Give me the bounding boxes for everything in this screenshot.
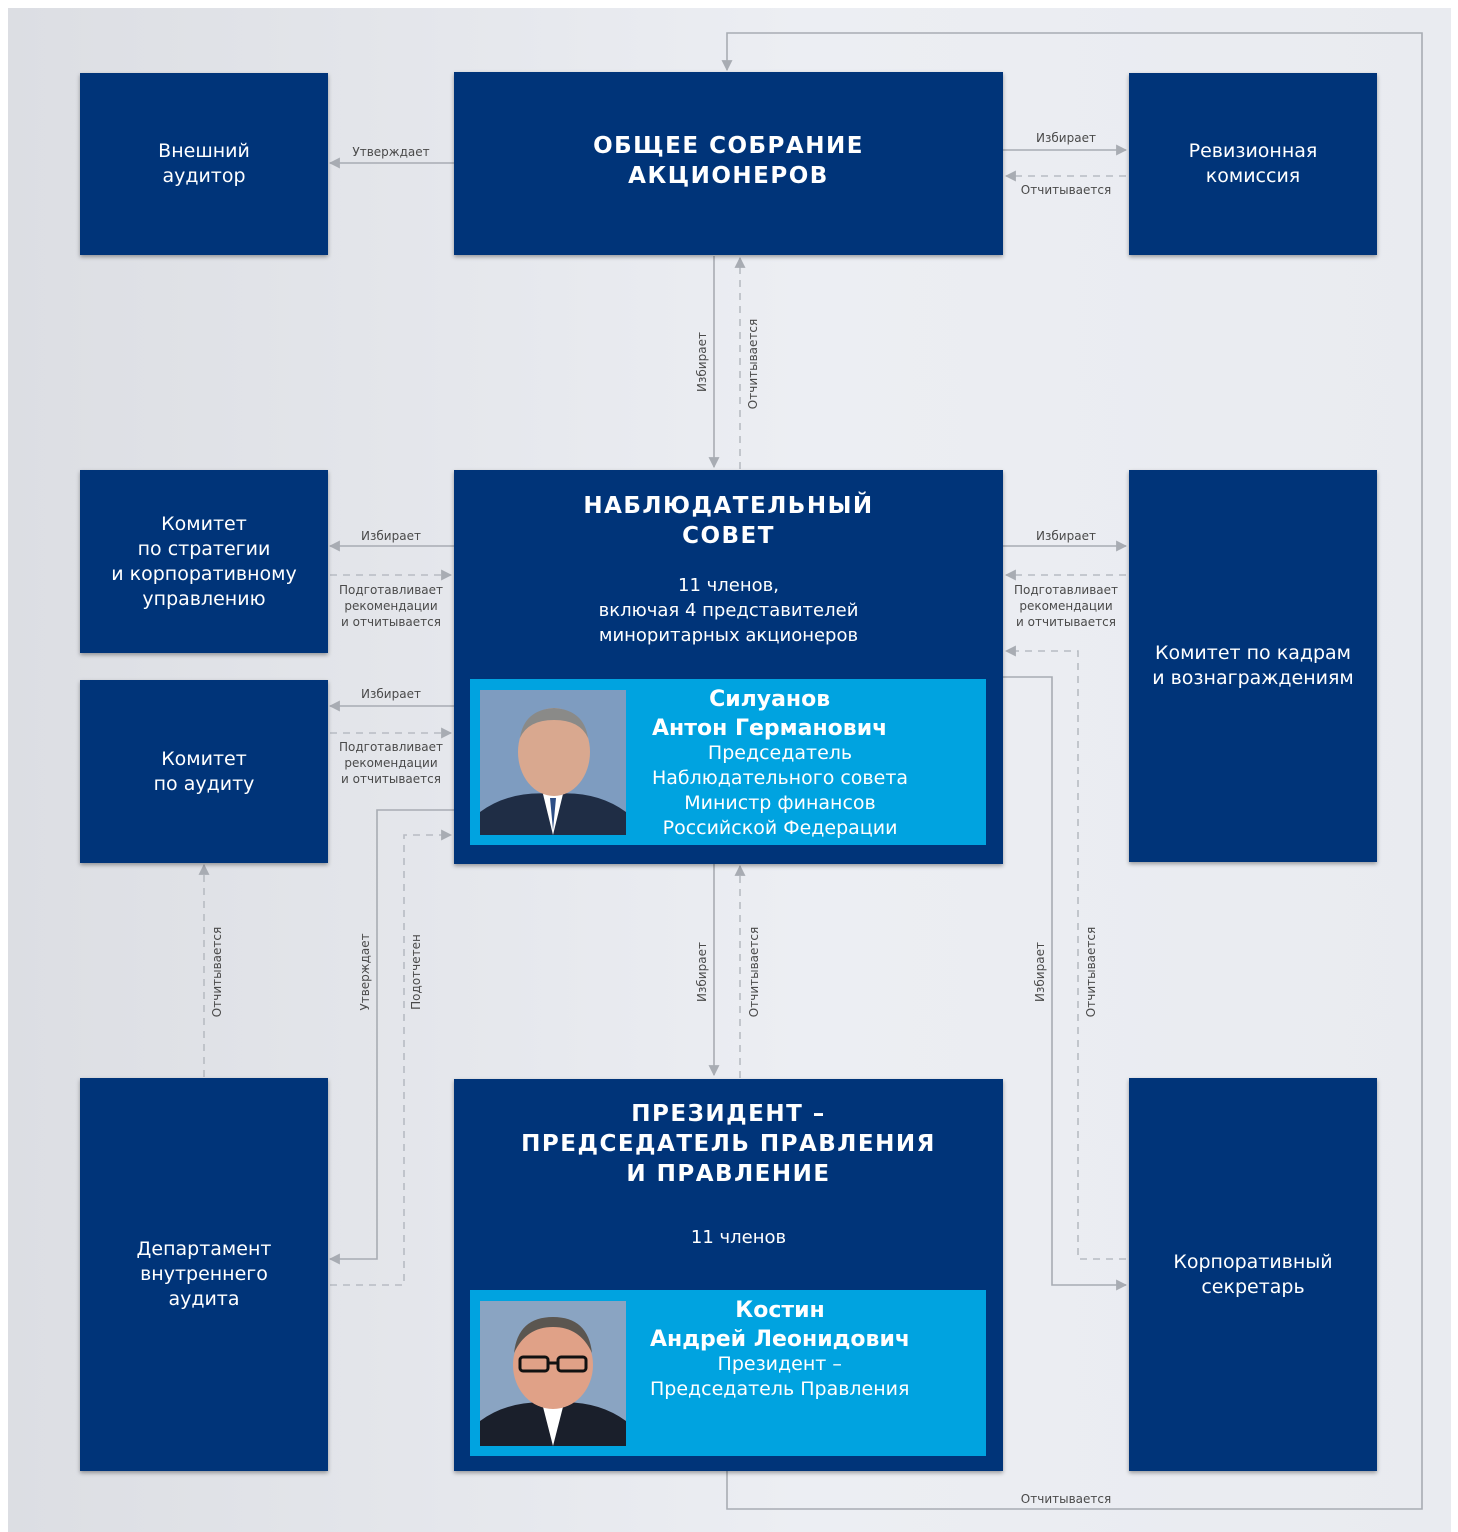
board-chair-card: Силуанов Антон Германович Председатель Н… xyxy=(470,679,986,845)
audit-commission-box: Ревизионная комиссия xyxy=(1129,73,1377,255)
management-box: ПРЕЗИДЕНТ – ПРЕДСЕДАТЕЛЬ ПРАВЛЕНИЯ И ПРА… xyxy=(454,1079,1003,1471)
strategy-committee-label: Комитет по стратегии и корпоративному уп… xyxy=(111,512,297,610)
management-head-photo xyxy=(480,1301,626,1446)
label-elects: Избирает xyxy=(361,687,421,701)
line-secretary-reports-board xyxy=(1004,645,1126,1260)
corporate-secretary-box: Корпоративный секретарь xyxy=(1129,1078,1377,1471)
general-meeting-title: ОБЩЕЕ СОБРАНИЕ АКЦИОНЕРОВ xyxy=(593,133,864,189)
external-auditor-label: Внешний аудитор xyxy=(158,140,250,187)
label-reports: Отчитывается xyxy=(747,926,761,1018)
general-meeting-box: ОБЩЕЕ СОБРАНИЕ АКЦИОНЕРОВ xyxy=(454,72,1003,255)
audit-committee-box: Комитет по аудиту xyxy=(80,680,328,863)
hr-committee-box: Комитет по кадрам и вознаграждениям xyxy=(1129,470,1377,862)
hr-committee-label: Комитет по кадрам и вознаграждениям xyxy=(1152,642,1354,689)
audit-committee-label: Комитет по аудиту xyxy=(153,747,255,795)
label-prepares: Подготавливает рекомендации и отчитывает… xyxy=(1014,583,1118,629)
label-elects: Избирает xyxy=(1036,131,1096,145)
management-subtitle: 11 членов xyxy=(690,1227,787,1248)
corporate-secretary-label: Корпоративный секретарь xyxy=(1173,1250,1333,1298)
label-elects: Избирает xyxy=(695,332,709,392)
internal-audit-label: Департамент внутреннего аудита xyxy=(136,1238,272,1310)
label-approves: Утверждает xyxy=(352,145,430,159)
line-board-approves-internal-audit xyxy=(328,809,454,1265)
label-elects: Избирает xyxy=(1033,942,1047,1002)
line-board-elects-secretary xyxy=(1003,676,1128,1291)
label-reports: Отчитывается xyxy=(210,926,224,1018)
supervisory-board-title: НАБЛЮДАТЕЛЬНЫЙ СОВЕТ xyxy=(583,493,874,549)
line-internal-audit-accountable-board xyxy=(330,829,453,1286)
label-reports: Отчитывается xyxy=(1020,183,1112,197)
label-reports: Отчитывается xyxy=(1020,1492,1112,1506)
audit-commission-label: Ревизионная комиссия xyxy=(1188,140,1318,187)
label-prepares: Подготавливает рекомендации и отчитывает… xyxy=(339,740,443,786)
external-auditor-box: Внешний аудитор xyxy=(80,73,328,255)
label-accountable: Подотчетен xyxy=(409,934,423,1010)
strategy-committee-box: Комитет по стратегии и корпоративному уп… xyxy=(80,470,328,653)
label-prepares: Подготавливает рекомендации и отчитывает… xyxy=(339,583,443,629)
management-head-role: Президент – Председатель Правления xyxy=(650,1353,910,1400)
label-reports: Отчитывается xyxy=(1084,926,1098,1018)
board-chair-name: Силуанов Антон Германович xyxy=(652,687,888,741)
label-elects: Избирает xyxy=(1036,529,1096,543)
management-head-name: Костин Андрей Леонидович xyxy=(650,1298,910,1352)
label-approves: Утверждает xyxy=(358,933,372,1011)
internal-audit-box: Департамент внутреннего аудита xyxy=(80,1078,328,1471)
supervisory-board-subtitle: 11 членов, включая 4 представителей мино… xyxy=(598,575,859,646)
management-title: ПРЕЗИДЕНТ – ПРЕДСЕДАТЕЛЬ ПРАВЛЕНИЯ И ПРА… xyxy=(521,1101,936,1187)
label-elects: Избирает xyxy=(361,529,421,543)
label-reports: Отчитывается xyxy=(746,318,760,410)
management-head-card: Костин Андрей Леонидович Президент – Пре… xyxy=(470,1290,986,1456)
line-management-reports-gm xyxy=(721,32,1423,1510)
supervisory-board-box: НАБЛЮДАТЕЛЬНЫЙ СОВЕТ 11 членов, включая … xyxy=(454,470,1003,864)
board-chair-photo xyxy=(480,690,626,835)
label-elects: Избирает xyxy=(695,942,709,1002)
board-chair-role: Председатель Наблюдательного совета Мини… xyxy=(652,742,909,839)
